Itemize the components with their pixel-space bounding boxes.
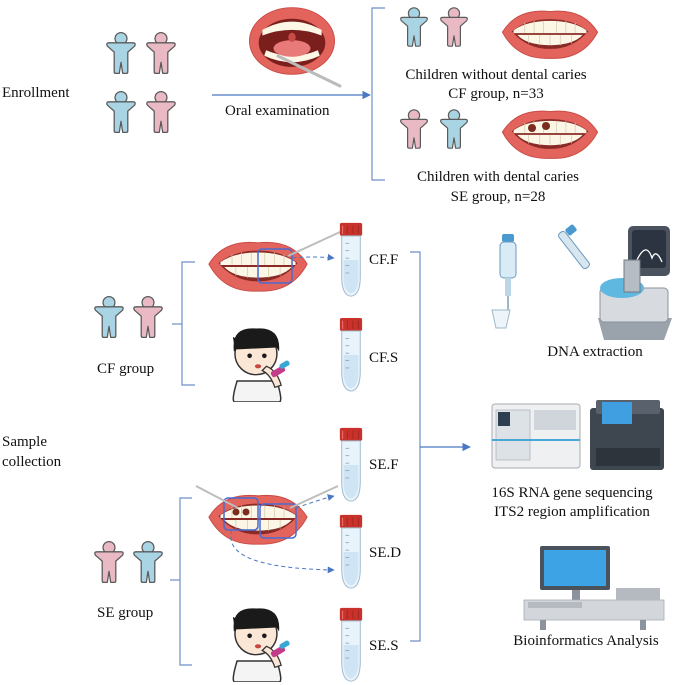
tube-cf-s-icon xyxy=(339,318,363,392)
cf-bracket xyxy=(181,261,195,386)
tube-label-cf-f: CF.F xyxy=(369,252,399,268)
dental-probe-icon xyxy=(276,54,342,88)
sequencing-label: 16S RNA gene sequencing xyxy=(491,485,653,501)
tube-label-se-s: SE.S xyxy=(369,638,399,654)
caries-teeth-icon xyxy=(501,110,599,159)
tube-label-se-f: SE.F xyxy=(369,457,399,473)
tube-cf-f-icon xyxy=(339,222,363,297)
se-child-pink-icon xyxy=(400,109,428,149)
enrollment-bracket xyxy=(371,7,385,181)
healthy-teeth-icon xyxy=(501,10,599,59)
cf-group-blue-icon xyxy=(94,295,124,339)
se-decay-swab-icon xyxy=(195,485,239,509)
enrollment-label: Enrollment xyxy=(2,85,70,101)
bioinformatics-label: Bioinformatics Analysis xyxy=(513,633,659,649)
se-group-count: SE group, n=28 xyxy=(450,189,546,205)
sample-collection-label-line1: Sample xyxy=(2,434,47,450)
se-group-blue-icon xyxy=(133,540,163,584)
cf-group-title: Children without dental caries xyxy=(405,67,587,83)
caries-spot-icon xyxy=(528,124,536,132)
se-child-saliva-icon xyxy=(232,607,292,682)
se-tubes xyxy=(339,427,363,682)
tube-se-s-icon xyxy=(339,607,363,682)
se-bracket xyxy=(179,497,192,666)
tube-label-se-d: SE.D xyxy=(369,545,402,561)
oral-exam-label: Oral examination xyxy=(225,103,330,119)
cf-group-pink-icon xyxy=(133,295,163,339)
cf-dashed-arrow xyxy=(291,253,335,261)
pipette-icon xyxy=(491,234,517,329)
cf-child-saliva-icon xyxy=(232,327,292,402)
child-pink-icon xyxy=(146,31,176,75)
sample-collection-label-line2: collection xyxy=(2,454,62,470)
cf-sampling-box xyxy=(257,248,293,284)
dna-extraction-label: DNA extraction xyxy=(547,344,643,360)
computer-icon xyxy=(523,546,665,630)
multichannel-pipette-icon xyxy=(558,224,590,270)
child-pink-icon xyxy=(146,90,176,134)
se-group-label: SE group xyxy=(97,605,154,621)
cf-child-blue-icon xyxy=(400,7,428,47)
se-dashed-arrow xyxy=(295,494,335,509)
se-swab-icon xyxy=(289,485,339,509)
se-sampling-box xyxy=(259,503,297,539)
tube-label-cf-s: CF.S xyxy=(369,350,399,366)
cf-swab-icon xyxy=(287,231,341,257)
child-blue-icon xyxy=(106,90,136,134)
caries-spot-icon xyxy=(542,122,550,130)
se-child-blue-icon xyxy=(440,109,468,149)
dna-extraction-machine-icon xyxy=(598,226,672,340)
se-decay-dashed-arrow xyxy=(230,529,335,574)
tube-se-d-icon xyxy=(339,514,363,589)
se-group-pink-icon xyxy=(94,540,124,584)
cf-child-pink-icon xyxy=(440,7,468,47)
enrollment-participants-icons xyxy=(106,31,176,134)
child-blue-icon xyxy=(106,31,136,75)
sequencer-icon xyxy=(491,400,664,470)
cf-group-count: CF group, n=33 xyxy=(448,86,544,102)
cf-tubes xyxy=(339,222,363,392)
samples-merge-bracket xyxy=(410,251,421,642)
se-decay-sampling-box xyxy=(223,497,259,531)
tube-se-f-icon xyxy=(339,427,363,502)
its2-label: ITS2 region amplification xyxy=(494,504,650,520)
se-group-title: Children with dental caries xyxy=(416,169,580,185)
cf-group-label: CF group xyxy=(97,361,155,377)
